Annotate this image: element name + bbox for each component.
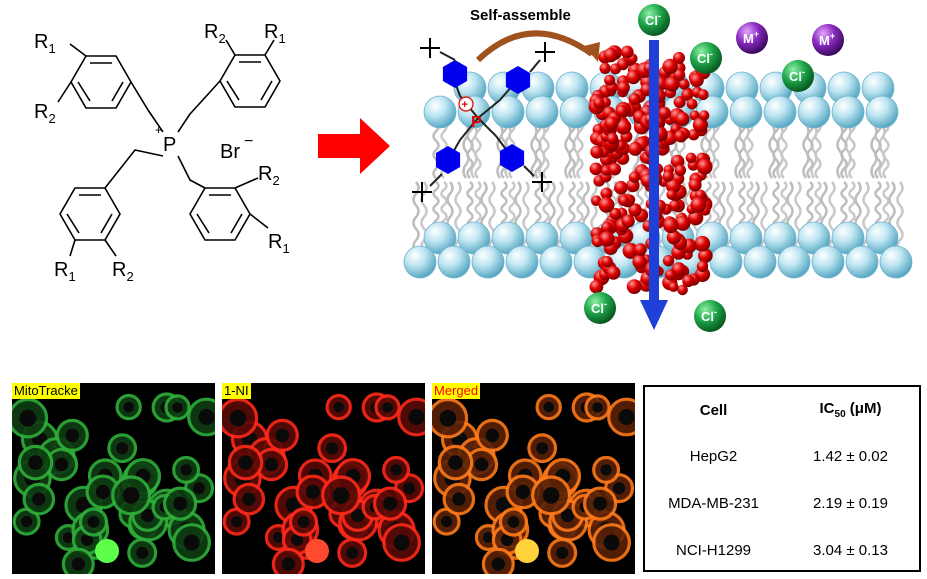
svg-text:Cl-: Cl- <box>697 49 713 66</box>
p-atom-label: P <box>163 134 176 156</box>
svg-text:+: + <box>462 99 468 111</box>
svg-text:R2: R2 <box>34 101 56 126</box>
membrane-diagram: +P Self-assemble Cl- Cl- Cl- M+ M+ Cl- Cl- <box>403 4 913 332</box>
table-header-row: Cell IC50 (μM) <box>645 387 919 433</box>
transition-arrow <box>318 118 390 174</box>
svg-text:Cl-: Cl- <box>789 67 805 84</box>
merged-panel: Merged <box>432 383 635 574</box>
svg-text:R1: R1 <box>264 21 286 46</box>
chloride-flow-arrow <box>640 40 668 330</box>
self-assemble-label: Self-assemble <box>470 7 571 24</box>
svg-text:P: P <box>471 114 482 131</box>
svg-text:R2: R2 <box>112 259 134 284</box>
svg-text:R1: R1 <box>34 31 56 56</box>
row-ic50-value: 3.04 ± 0.13 <box>813 542 888 559</box>
chloride-ion: Cl- <box>638 4 670 36</box>
probe-label: 1-NI <box>222 383 251 399</box>
mitotracker-panel: MitoTracke <box>12 383 215 574</box>
row-cell-name: MDA-MB-231 <box>668 495 759 512</box>
chloride-ion: Cl- <box>690 42 722 74</box>
svg-text:R2: R2 <box>258 163 280 188</box>
phosphonium-molecule: +P <box>412 38 555 202</box>
p-plus-charge: + <box>155 123 162 137</box>
row-cell-name: HepG2 <box>689 448 738 465</box>
probe-panel: 1-NI <box>222 383 425 574</box>
chemical-structure: P + Br − R1 R2 R2 R1 R1 R2 R2 R1 <box>34 21 290 284</box>
bromide-charge: − <box>244 133 253 150</box>
svg-text:R1: R1 <box>54 259 76 284</box>
svg-text:Cl-: Cl- <box>645 11 661 28</box>
header-cell: Cell <box>699 401 728 419</box>
table-row: MDA-MB-231 2.19 ± 0.19 <box>645 480 919 527</box>
mitotracker-label: MitoTracke <box>12 383 80 399</box>
header-ic50: IC50 (μM) <box>819 400 882 420</box>
svg-text:Cl-: Cl- <box>701 307 717 324</box>
table-row: NCI-H1299 3.04 ± 0.13 <box>645 527 919 574</box>
chloride-ion: Cl- <box>782 60 814 92</box>
chloride-ion: Cl- <box>584 292 616 324</box>
svg-text:R1: R1 <box>268 231 290 256</box>
row-ic50-value: 2.19 ± 0.19 <box>813 495 888 512</box>
cation-ion: M+ <box>736 22 768 54</box>
row-ic50-value: 1.42 ± 0.02 <box>813 448 888 465</box>
ic50-table: Cell IC50 (μM) HepG2 1.42 ± 0.02 MDA-MB-… <box>643 385 921 572</box>
svg-text:Cl-: Cl- <box>591 299 607 316</box>
svg-text:R2: R2 <box>204 21 226 46</box>
cation-ion: M+ <box>812 24 844 56</box>
self-assemble-arrow <box>475 30 594 63</box>
lipid-tails <box>412 97 904 253</box>
bromide-label: Br <box>220 141 240 163</box>
chloride-ion: Cl- <box>694 300 726 332</box>
merged-label: Merged <box>432 383 481 399</box>
row-cell-name: NCI-H1299 <box>675 542 752 559</box>
table-row: HepG2 1.42 ± 0.02 <box>645 433 919 480</box>
